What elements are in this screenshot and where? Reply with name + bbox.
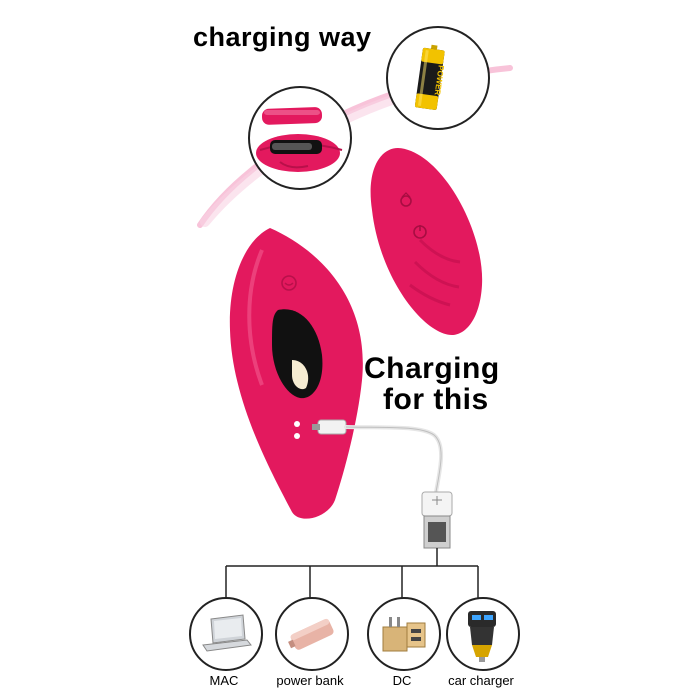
device-circle-mac <box>189 597 263 671</box>
device-circle-dc <box>367 597 441 671</box>
charge-note-line2: for this <box>383 383 489 416</box>
car-charger-icon <box>468 611 496 662</box>
battery-circle: POWER <box>386 26 490 130</box>
charge-note: Charging for this <box>364 353 500 415</box>
charge-note-line1: Charging <box>364 352 500 385</box>
power-bank-icon <box>288 618 334 650</box>
device-label-dc: DC <box>392 673 412 688</box>
dc-adapter-icon <box>382 617 426 652</box>
laptop-icon <box>202 614 252 652</box>
device-circle-power-bank <box>275 597 349 671</box>
device-label-car-charger: car charger <box>448 673 514 688</box>
device-label-mac: MAC <box>209 673 239 688</box>
battery-icon <box>414 44 445 110</box>
battery-compartment-circle <box>248 86 352 190</box>
page-title: charging way <box>193 22 372 52</box>
device-circle-car-charger <box>446 597 520 671</box>
open-compartment-icon <box>256 107 343 172</box>
device-label-power-bank: power bank <box>276 673 344 688</box>
